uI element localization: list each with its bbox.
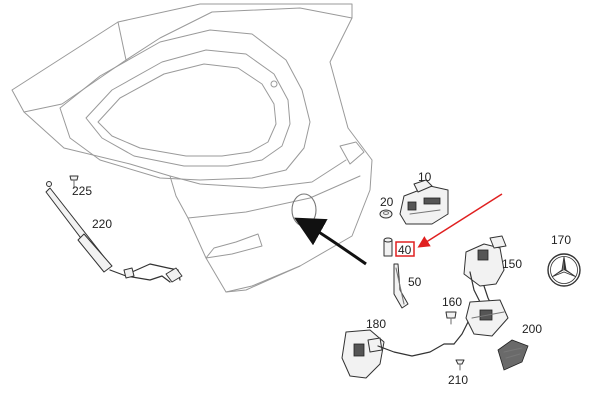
callout-40: 40 — [398, 243, 412, 257]
handle-housing-10 — [399, 179, 449, 225]
cover-200 — [497, 339, 529, 371]
callout-10: 10 — [418, 170, 432, 184]
highlight-arrow — [417, 193, 503, 248]
gas-strut-220 — [45, 181, 183, 283]
screw-210 — [455, 359, 465, 371]
callout-180: 180 — [366, 317, 386, 331]
pin-40 — [383, 237, 393, 257]
tube-50 — [393, 263, 409, 309]
callout-labels: 225 220 10 20 40 50 150 160 170 180 200 … — [72, 170, 571, 387]
callout-210: 210 — [448, 373, 468, 387]
callout-200: 200 — [522, 322, 542, 336]
screw-225 — [69, 175, 79, 189]
screw-160 — [445, 311, 457, 325]
callout-50: 50 — [408, 275, 422, 289]
lock-actuator-150 — [463, 235, 509, 337]
nut-20 — [379, 209, 393, 219]
assembly-arrow — [294, 217, 367, 266]
actuator-180 — [341, 321, 469, 379]
tailgate-outline — [11, 3, 373, 293]
callout-220: 220 — [92, 217, 112, 231]
highlight-box — [395, 241, 415, 257]
callout-160: 160 — [442, 295, 462, 309]
star-emblem-170 — [547, 253, 581, 287]
callout-150: 150 — [502, 257, 522, 271]
callout-225: 225 — [72, 184, 92, 198]
callout-170: 170 — [551, 233, 571, 247]
callout-20: 20 — [380, 195, 394, 209]
